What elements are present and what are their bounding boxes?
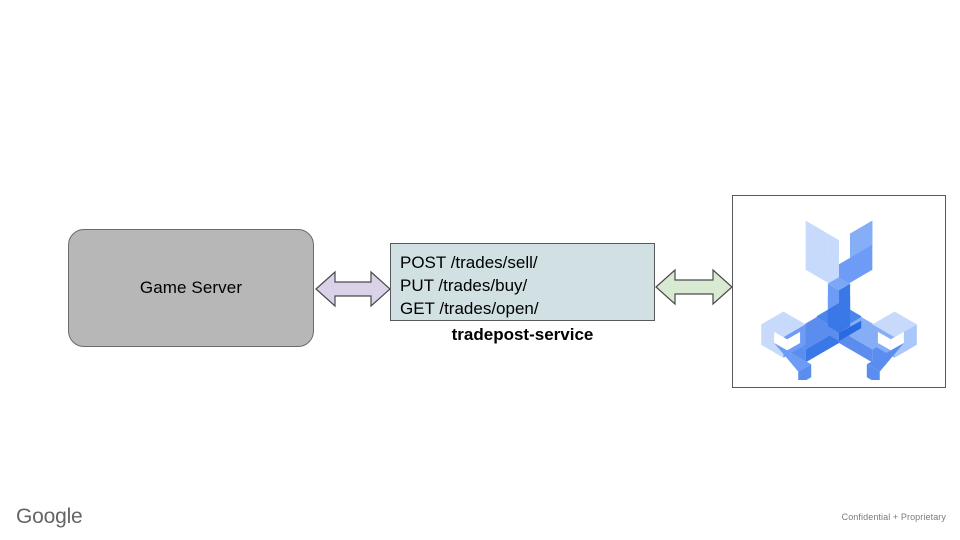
google-wordmark: Google	[16, 505, 83, 528]
game-server-to-service-arrow	[315, 266, 391, 312]
service-endpoint-row: GET /trades/open/	[400, 299, 539, 318]
node-game-server[interactable]: Game Server	[68, 229, 314, 347]
isometric-three-prong-wrench-icon	[761, 220, 917, 380]
double-headed-arrow-icon	[315, 270, 391, 308]
logo-panel[interactable]	[732, 195, 946, 388]
node-tradepost-service[interactable]: POST /trades/sell/ PUT /trades/buy/ GET …	[390, 243, 655, 321]
node-tradepost-service-caption: tradepost-service	[451, 325, 594, 344]
confidentiality-note: Confidential + Proprietary	[841, 512, 946, 522]
service-endpoint-row: POST /trades/sell/	[400, 253, 538, 272]
service-endpoint-row: PUT /trades/buy/	[400, 276, 528, 295]
double-headed-arrow-icon	[655, 268, 733, 306]
service-to-backend-arrow	[655, 264, 733, 310]
node-game-server-label: Game Server	[139, 277, 243, 297]
